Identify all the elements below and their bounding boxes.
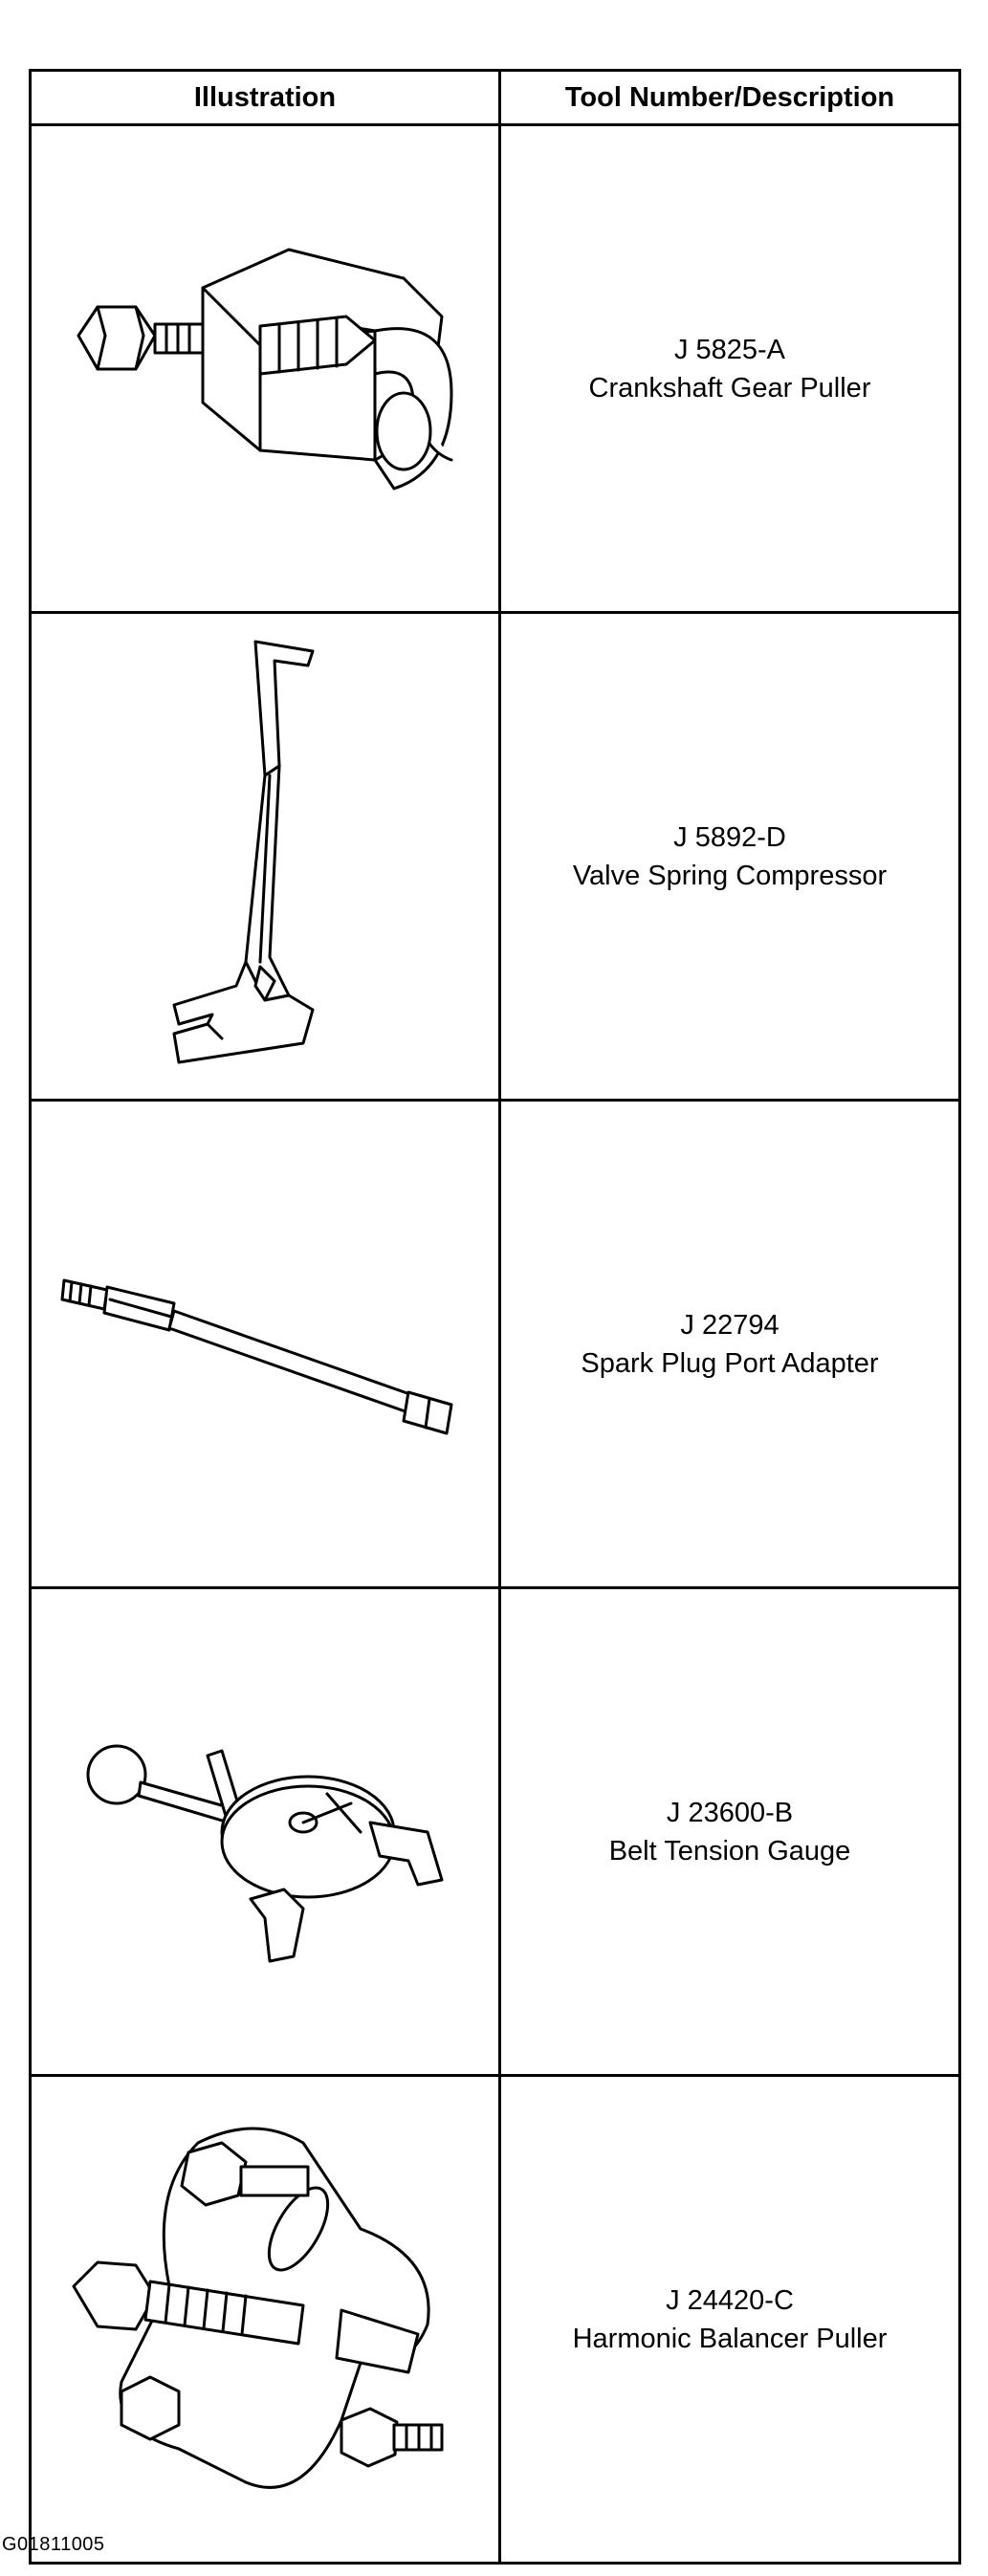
tool-number: J 22794 <box>680 1309 779 1341</box>
tool-info-cell: J 23600-B Belt Tension Gauge <box>498 1586 961 2077</box>
tool-description: Harmonic Balancer Puller <box>572 2323 888 2354</box>
tool-description: Valve Spring Compressor <box>572 860 888 891</box>
table-row: J 5892-D Valve Spring Compressor <box>29 611 961 1102</box>
tool-description: Crankshaft Gear Puller <box>588 372 871 404</box>
table-row: J 5825-A Crankshaft Gear Puller <box>29 123 961 614</box>
tool-info-cell: J 5892-D Valve Spring Compressor <box>498 611 961 1102</box>
figure-code: G01811005 <box>2 2534 105 2555</box>
tool-number: J 5892-D <box>673 821 786 853</box>
tool-number: J 24420-C <box>666 2284 794 2316</box>
tool-number: J 23600-B <box>666 1797 794 1828</box>
tool-description: Belt Tension Gauge <box>608 1835 851 1867</box>
illustration-cell <box>29 1586 501 2077</box>
valve-spring-compressor-icon <box>172 640 315 1063</box>
header-row: Illustration Tool Number/Description <box>29 69 961 126</box>
table-row: J 22794 Spark Plug Port Adapter <box>29 1099 961 1589</box>
tool-info-cell: J 24420-C Harmonic Balancer Puller <box>498 2074 961 2565</box>
tool-description-header: Tool Number/Description <box>498 69 961 126</box>
tool-description: Spark Plug Port Adapter <box>581 1347 879 1379</box>
special-tools-table: Illustration Tool Number/Description <box>29 69 961 2565</box>
illustration-cell <box>29 1099 501 1589</box>
illustration-cell <box>29 611 501 1102</box>
belt-tension-gauge-icon <box>86 1744 444 1962</box>
tool-info-cell: J 5825-A Crankshaft Gear Puller <box>498 123 961 614</box>
illustration-header: Illustration <box>29 69 501 126</box>
table-row: J 23600-B Belt Tension Gauge <box>29 1586 961 2077</box>
tool-number: J 5825-A <box>673 334 786 365</box>
tool-info-cell: J 22794 Spark Plug Port Adapter <box>498 1099 961 1589</box>
illustration-cell <box>29 2074 501 2565</box>
table-row: J 24420-C Harmonic Balancer Puller <box>29 2074 961 2565</box>
crankshaft-gear-puller-icon <box>77 248 453 490</box>
illustration-cell <box>29 123 501 614</box>
harmonic-balancer-puller-icon <box>72 2127 444 2489</box>
spark-plug-port-adapter-icon <box>60 1278 453 1434</box>
